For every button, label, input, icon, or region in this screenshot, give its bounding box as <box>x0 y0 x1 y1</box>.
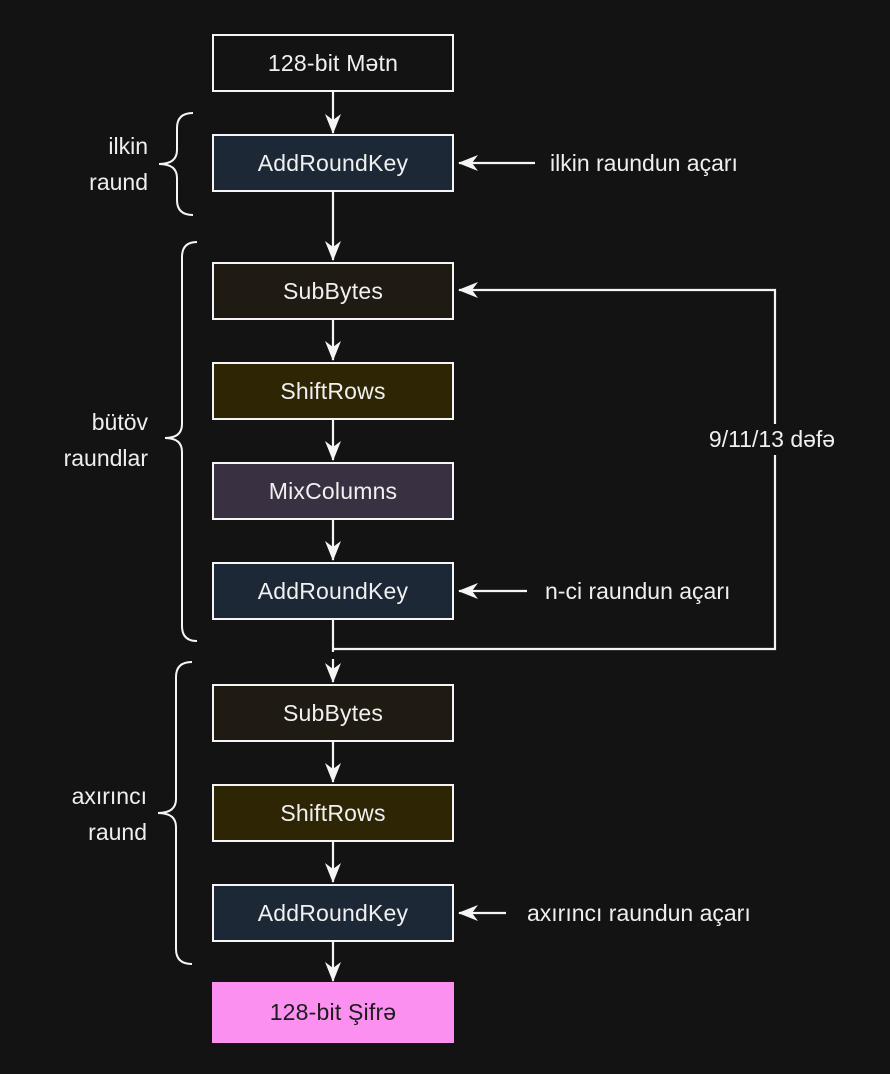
node-shiftrows-main: ShiftRows <box>212 362 454 420</box>
key-label-n: n-ci raundun açarı <box>545 578 731 604</box>
node-label: SubBytes <box>282 699 384 726</box>
label-line: axırıncı <box>71 783 147 809</box>
node-addroundkey-final: AddRoundKey <box>212 884 454 942</box>
node-ciphertext: 128-bit Şifrə <box>212 982 454 1043</box>
label-final-round: axırıncı raund <box>72 778 147 850</box>
node-mixcolumns: MixColumns <box>212 462 454 520</box>
brace-final-round <box>157 661 193 965</box>
key-label-initial: ilkin raundun açarı <box>550 150 738 176</box>
feedback-loop <box>333 282 777 651</box>
label-line: bütöv <box>91 409 148 435</box>
brace-main-rounds <box>164 241 198 642</box>
node-label: MixColumns <box>268 477 398 504</box>
node-subbytes-final: SubBytes <box>212 684 454 742</box>
node-label: 128-bit Şifrə <box>269 999 397 1025</box>
label-line: raund <box>89 169 148 195</box>
label-main-rounds: bütöv raundlar <box>64 404 148 476</box>
node-label: SubBytes <box>282 277 384 304</box>
label-initial-round: ilkin raund <box>89 128 148 200</box>
node-label: ShiftRows <box>280 377 386 404</box>
label-line: ilkin <box>108 133 148 159</box>
node-label: AddRoundKey <box>257 577 409 604</box>
loop-count-label: 9/11/13 dəfə <box>700 424 844 455</box>
key-label-final: axırıncı raundun açarı <box>527 900 751 926</box>
node-label: AddRoundKey <box>257 149 409 176</box>
label-line: raund <box>88 819 147 845</box>
node-label: ShiftRows <box>280 799 386 826</box>
node-label: 128-bit Mətn <box>267 49 399 76</box>
node-label: AddRoundKey <box>257 899 409 926</box>
node-subbytes-main: SubBytes <box>212 262 454 320</box>
label-line: raundlar <box>63 445 148 471</box>
node-plaintext: 128-bit Mətn <box>212 34 454 92</box>
node-addroundkey-initial: AddRoundKey <box>212 134 454 192</box>
node-shiftrows-final: ShiftRows <box>212 784 454 842</box>
node-addroundkey-main: AddRoundKey <box>212 562 454 620</box>
brace-initial-round <box>158 112 194 216</box>
